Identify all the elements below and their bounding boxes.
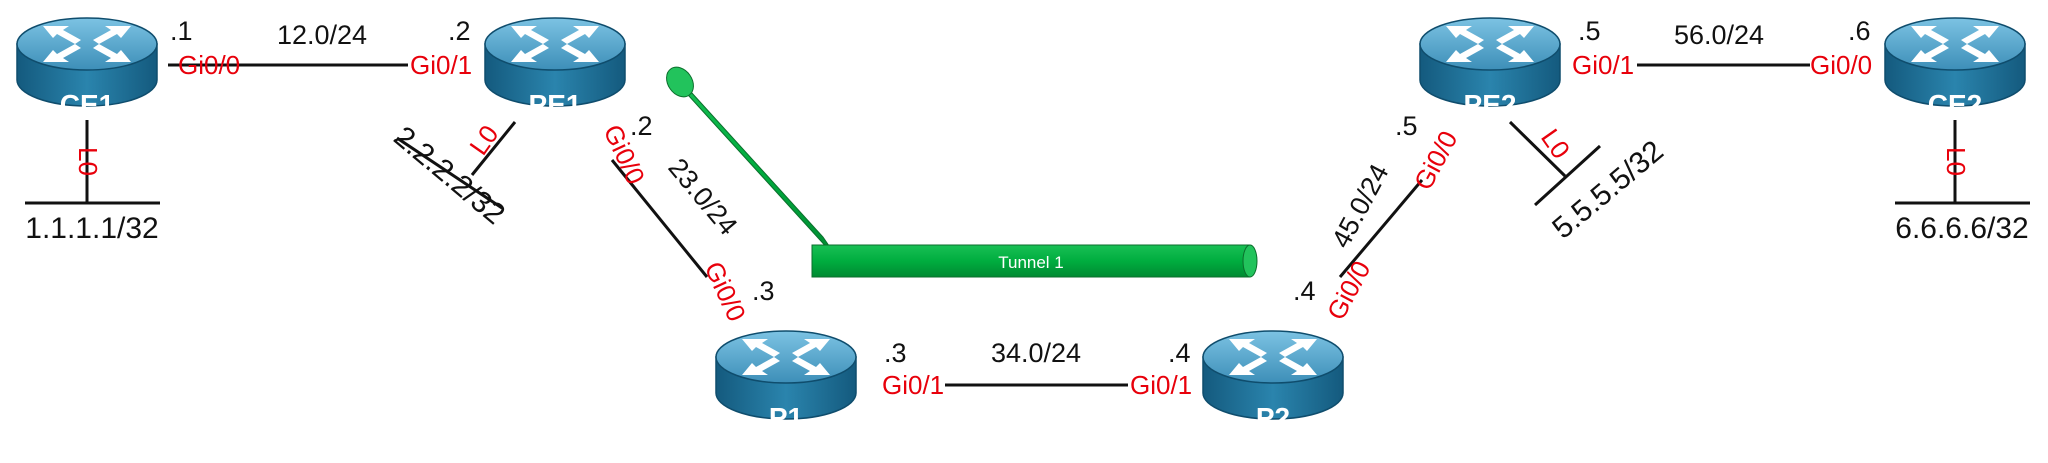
network-label-45: 45.0/24 (1326, 159, 1395, 253)
router-pe1: PE1 (484, 17, 626, 120)
loopback-if-ce2: L0 (1941, 147, 1971, 176)
router-p2: P2 (1202, 330, 1344, 433)
network-label-12: 12.0/24 (277, 20, 367, 50)
host-label-ce1: .1 (170, 16, 193, 46)
host-label-pe2-gi0-0: .5 (1395, 111, 1418, 141)
network-label-23: 23.0/24 (662, 153, 743, 241)
interface-label-p1-gi0-1: Gi0/1 (882, 370, 944, 400)
interface-label-p2-gi0-1: Gi0/1 (1130, 370, 1192, 400)
router-p1: P1 (715, 330, 857, 433)
interface-label-p2-gi0-0: Gi0/0 (1321, 256, 1377, 325)
loopback-if-pe1: L0 (463, 120, 504, 161)
loopback-if-ce1: L0 (73, 147, 103, 176)
network-label-56: 56.0/24 (1674, 20, 1764, 50)
loopback-prefix-ce2: 6.6.6.6/32 (1895, 212, 2028, 245)
host-label-p2-gi0-1: .4 (1168, 338, 1191, 368)
router-label-p2: P2 (1256, 402, 1290, 433)
router-label-ce2: CE2 (1928, 89, 1982, 120)
router-pe2: PE2 (1419, 17, 1561, 120)
loopback-ce1 (25, 120, 160, 205)
network-label-34: 34.0/24 (991, 338, 1081, 368)
host-label-pe1: .2 (448, 16, 471, 46)
interface-label-pe1-gi0-1: Gi0/1 (410, 50, 472, 80)
router-label-p1: P1 (769, 402, 803, 433)
host-label-p1-gi0-0: .3 (752, 276, 775, 306)
router-label-ce1: CE1 (60, 89, 114, 120)
loopback-if-pe2: L0 (1535, 123, 1576, 164)
loopback-prefix-ce1: 1.1.1.1/32 (25, 212, 158, 245)
router-label-pe1: PE1 (529, 89, 582, 120)
interface-label-ce1-gi0-0: Gi0/0 (178, 50, 240, 80)
tunnel-label: Tunnel 1 (998, 253, 1064, 272)
loopback-pe2 (1508, 120, 1602, 207)
interface-label-ce2-gi0-0: Gi0/0 (1810, 50, 1872, 80)
host-label-pe1-gi0-0: .2 (630, 111, 653, 141)
loopback-pe1 (396, 121, 517, 210)
host-label-ce2: .6 (1848, 16, 1871, 46)
link-p2-pe2 (1338, 179, 1424, 278)
link-pe1-p1 (610, 159, 709, 278)
loopback-ce2 (1895, 120, 2030, 205)
router-ce2: CE2 (1884, 17, 2026, 120)
host-label-p2-gi0-0: .4 (1293, 276, 1316, 306)
interface-label-pe2-gi0-1: Gi0/1 (1572, 50, 1634, 80)
router-label-pe2: PE2 (1464, 89, 1517, 120)
host-label-pe2: .5 (1578, 16, 1601, 46)
tunnel-1: Tunnel 1 (666, 66, 1258, 278)
interface-label-p1-gi0-0: Gi0/0 (699, 257, 752, 326)
host-label-p1-gi0-1: .3 (884, 338, 907, 368)
router-ce1: CE1 (16, 17, 158, 120)
